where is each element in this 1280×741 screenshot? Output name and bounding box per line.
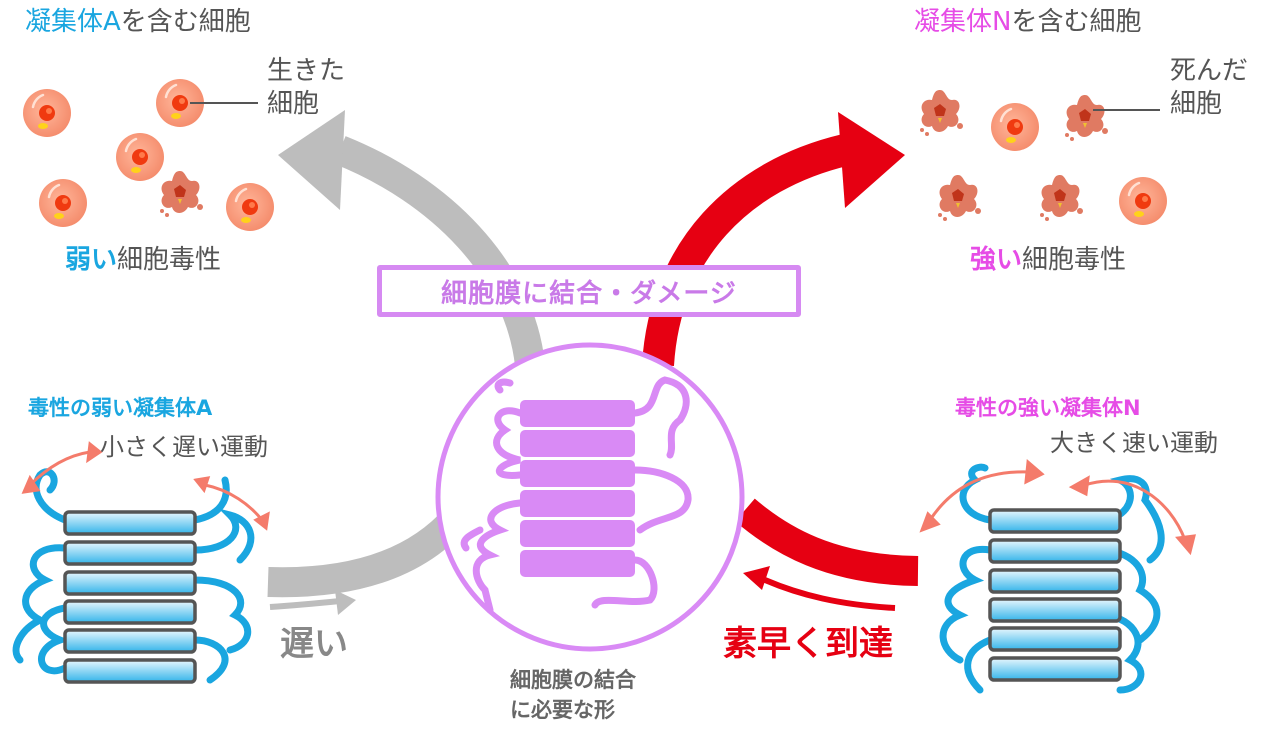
aggregate-n-title: 毒性の強い凝集体N: [955, 396, 1141, 420]
title-highlight: 凝集体N: [914, 7, 1012, 37]
live-cells-group: [21, 77, 276, 233]
shape-caption-line2: に必要な形: [510, 698, 615, 722]
strong-toxicity-label: 強い細胞毒性: [970, 245, 1127, 276]
shape-caption-line1: 細胞膜の結合: [510, 668, 636, 692]
large-fast-motion-label: 大きく速い運動: [1050, 429, 1218, 457]
live-cell-icon: [21, 87, 73, 139]
dead-cell-icon: [920, 90, 963, 136]
dead-cell-icon: [160, 171, 203, 217]
dead-cell-callout-line2: 細胞: [1170, 89, 1223, 119]
toxicity-rest: 細胞毒性: [1022, 245, 1127, 275]
live-cell-callout-line1: 生きた: [267, 56, 346, 86]
membrane-binding-shape: [435, 342, 745, 652]
aggregate-a-cells-title: 凝集体Aを含む細胞: [25, 7, 251, 38]
fast-pathway-arrow: [642, 112, 919, 586]
toxicity-rest: 細胞毒性: [117, 245, 222, 275]
dead-cell-icon: [1040, 175, 1083, 221]
title-highlight: 凝集体A: [25, 7, 121, 37]
weak-toxicity-label: 弱い細胞毒性: [65, 245, 222, 276]
live-cell-icon: [224, 181, 276, 233]
dead-cell-callout-line1: 死んだ: [1170, 56, 1249, 86]
dead-cell-icon: [938, 175, 981, 221]
aggregate-n-illustration: [939, 463, 1165, 694]
slow-speed-arrow: [269, 590, 356, 615]
weak-highlight: 弱い: [65, 245, 118, 275]
membrane-binding-text: 細胞膜に結合・ダメージ: [441, 278, 737, 309]
dead-cell-icon: [1065, 95, 1108, 141]
aggregate-n-cells-title: 凝集体Nを含む細胞: [914, 7, 1142, 38]
motion-arrows-small: [21, 441, 270, 531]
fast-speed-arrow: [743, 566, 896, 611]
dead-cells-group: [920, 90, 1169, 227]
small-slow-motion-label: 小さく遅い運動: [100, 433, 268, 461]
aggregate-a-title: 毒性の弱い凝集体A: [28, 396, 213, 420]
aggregate-a-illustration: [12, 468, 255, 684]
title-rest: を含む細胞: [120, 7, 251, 37]
live-cell-icon: [114, 131, 166, 183]
membrane-binding-label: 細胞膜に結合・ダメージ: [377, 265, 801, 317]
slow-label: 遅い: [280, 624, 348, 664]
strong-highlight: 強い: [970, 245, 1023, 275]
live-cell-callout-line2: 細胞: [267, 89, 320, 119]
title-rest: を含む細胞: [1011, 7, 1142, 37]
live-cell-icon: [37, 177, 89, 229]
live-cell-icon: [989, 101, 1041, 153]
live-cell-icon: [1117, 175, 1169, 227]
motion-arrows-large: [919, 458, 1196, 556]
fast-arrival-label: 素早く到達: [723, 624, 893, 664]
